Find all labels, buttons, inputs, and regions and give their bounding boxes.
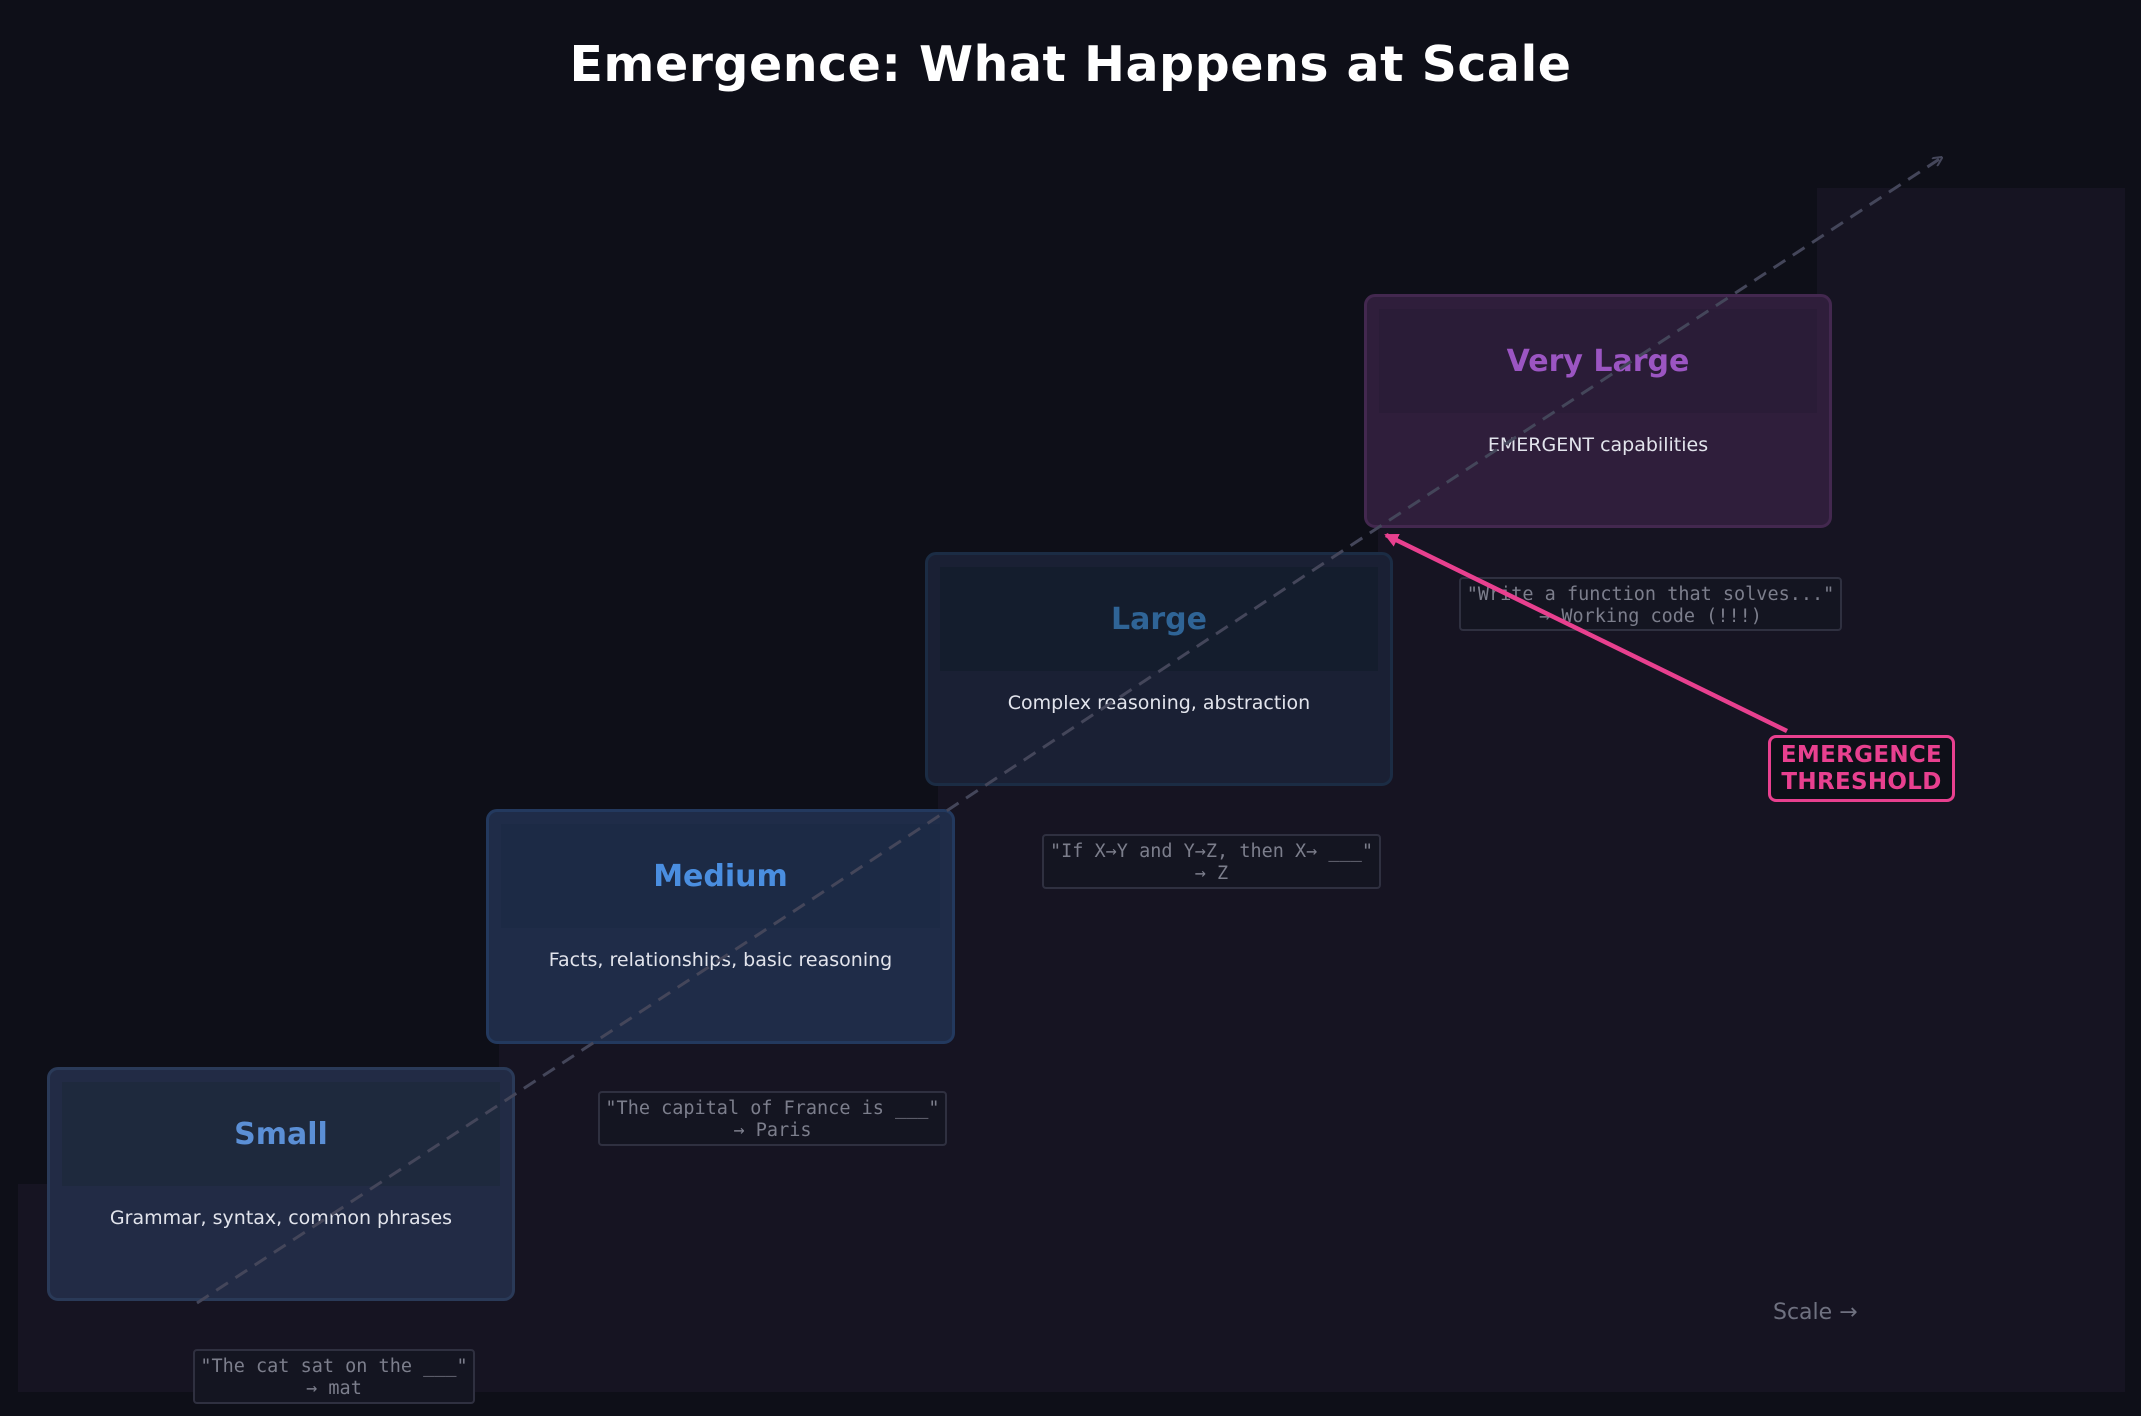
example-answer: → Working code (!!!) <box>1539 606 1762 627</box>
stage-card-large: Large Complex reasoning, abstraction <box>925 552 1393 786</box>
stage-card-head: Very Large <box>1379 309 1817 413</box>
threshold-line-2: THRESHOLD <box>1781 769 1942 795</box>
emergence-threshold-label: EMERGENCE THRESHOLD <box>1768 735 1955 802</box>
example-answer: → Z <box>1194 863 1229 884</box>
example-box-large: "If X→Y and Y→Z, then X→ ___" → Z <box>1042 834 1381 889</box>
stage-card-small: Small Grammar, syntax, common phrases <box>47 1067 515 1301</box>
example-box-medium: "The capital of France is ___" → Paris <box>598 1091 947 1146</box>
stage-description-large: Complex reasoning, abstraction <box>1007 692 1311 714</box>
stair-step-5 <box>1817 188 2125 413</box>
scale-axis-label: Scale → <box>1773 1300 1858 1325</box>
example-answer: → mat <box>306 1378 362 1399</box>
threshold-line-1: EMERGENCE <box>1780 742 1943 768</box>
threshold-arrow <box>1384 532 1788 734</box>
example-prompt: "The capital of France is ___" <box>605 1098 940 1119</box>
stage-description-small: Grammar, syntax, common phrases <box>109 1207 453 1229</box>
example-answer: → Paris <box>733 1120 812 1141</box>
stage-card-medium: Medium Facts, relationships, basic reaso… <box>486 809 955 1044</box>
example-prompt: "If X→Y and Y→Z, then X→ ___" <box>1049 841 1373 862</box>
scale-trend-line <box>196 158 1941 1305</box>
example-prompt: "The cat sat on the ___" <box>200 1356 468 1377</box>
example-box-small: "The cat sat on the ___" → mat <box>193 1349 475 1404</box>
stage-card-very-large: Very Large EMERGENT capabilities <box>1364 294 1832 528</box>
stage-description-very-large: EMERGENT capabilities <box>1487 434 1709 456</box>
stage-card-head: Large <box>940 567 1378 671</box>
stage-name-small: Small <box>234 1116 328 1152</box>
stage-name-very-large: Very Large <box>1506 343 1690 379</box>
stage-card-head: Small <box>62 1082 500 1186</box>
diagram-title: Emergence: What Happens at Scale <box>569 36 1572 93</box>
stage-name-large: Large <box>1111 601 1207 637</box>
stage-card-head: Medium <box>501 824 940 928</box>
stage-name-medium: Medium <box>653 858 788 894</box>
